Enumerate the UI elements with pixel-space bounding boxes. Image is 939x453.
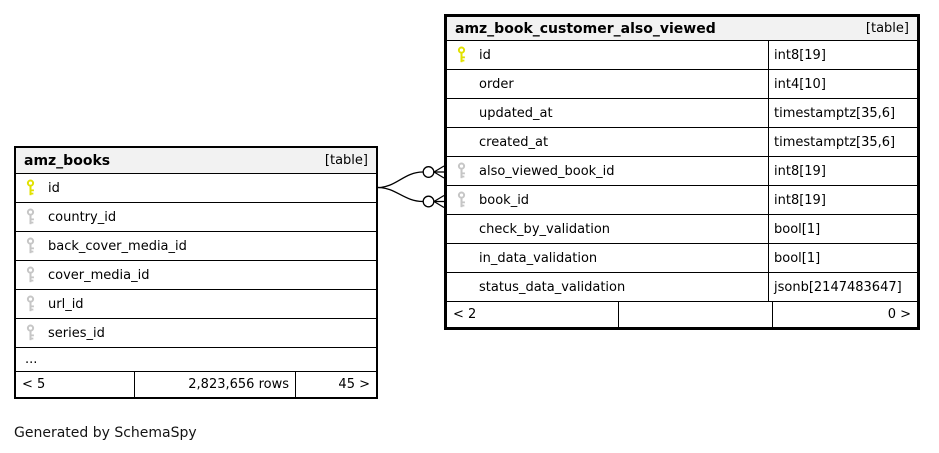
- column-name: id: [479, 47, 491, 63]
- column-row: updated_at timestamptz[35,6]: [447, 99, 917, 128]
- foreign-key-icon: [25, 237, 41, 255]
- column-type: int8[19]: [768, 186, 917, 214]
- column-row: check_by_validation bool[1]: [447, 215, 917, 244]
- column-name: also_viewed_book_id: [479, 163, 615, 179]
- relationship-lines: [377, 165, 445, 209]
- relationship-book-id: [377, 186, 445, 209]
- pager-next: 45 >: [295, 372, 376, 397]
- column-type: timestamptz[35,6]: [768, 128, 917, 156]
- column-name: series_id: [48, 325, 105, 341]
- pager-prev: < 5: [22, 377, 46, 392]
- column-name: order: [479, 76, 514, 92]
- column-row: back_cover_media_id: [16, 232, 376, 261]
- column-name: check_by_validation: [479, 221, 611, 237]
- foreign-key-icon: [25, 266, 41, 284]
- column-type: bool[1]: [768, 215, 917, 243]
- column-name: country_id: [48, 209, 117, 225]
- table-header[interactable]: amz_books [table]: [16, 148, 376, 174]
- column-row: in_data_validation bool[1]: [447, 244, 917, 273]
- column-type: bool[1]: [768, 244, 917, 272]
- column-name: created_at: [479, 134, 549, 150]
- table-type-badge: [table]: [865, 21, 909, 36]
- column-row: country_id: [16, 203, 376, 232]
- column-row: url_id: [16, 290, 376, 319]
- table-footer: < 2 0 >: [447, 302, 917, 327]
- table-header[interactable]: amz_book_customer_also_viewed [table]: [447, 17, 917, 41]
- column-type: timestamptz[35,6]: [768, 99, 917, 127]
- column-name: in_data_validation: [479, 250, 598, 266]
- foreign-key-icon: [25, 208, 41, 226]
- foreign-key-icon: [456, 191, 472, 209]
- column-row: status_data_validation jsonb[2147483647]: [447, 273, 917, 302]
- column-row: also_viewed_book_id int8[19]: [447, 157, 917, 186]
- column-row: series_id: [16, 319, 376, 348]
- column-row: book_id int8[19]: [447, 186, 917, 215]
- column-name: back_cover_media_id: [48, 238, 187, 254]
- column-row: order int4[10]: [447, 70, 917, 99]
- table-title[interactable]: amz_book_customer_also_viewed: [455, 20, 716, 37]
- column-name: status_data_validation: [479, 279, 626, 295]
- column-type: int8[19]: [768, 41, 917, 69]
- column-name: cover_media_id: [48, 267, 150, 283]
- column-type: int4[10]: [768, 70, 917, 98]
- column-row: cover_media_id: [16, 261, 376, 290]
- relationship-also-viewed-book-id: [377, 165, 445, 189]
- zero-cardinality-icon: [422, 166, 435, 178]
- table-amz-book-customer-also-viewed: amz_book_customer_also_viewed [table] id…: [444, 14, 920, 330]
- generated-by-label: Generated by SchemaSpy: [14, 425, 197, 441]
- pager-next: 0 >: [772, 302, 917, 327]
- foreign-key-icon: [25, 295, 41, 313]
- zero-cardinality-icon: [422, 195, 435, 208]
- foreign-key-icon: [25, 324, 41, 342]
- column-name: book_id: [479, 192, 530, 208]
- crow-foot-icon: [433, 194, 445, 209]
- table-footer: < 5 2,823,656 rows 45 >: [16, 372, 376, 397]
- column-name: updated_at: [479, 105, 553, 121]
- column-type: jsonb[2147483647]: [768, 273, 917, 301]
- pager-prev: < 2: [453, 307, 477, 322]
- table-type-badge: [table]: [324, 153, 368, 168]
- pager-middle: [618, 302, 772, 327]
- primary-key-icon: [456, 46, 472, 64]
- column-row: id int8[19]: [447, 41, 917, 70]
- truncated-columns-indicator: ...: [16, 348, 376, 372]
- table-amz-books: amz_books [table] id country_id back_cov…: [14, 146, 378, 399]
- primary-key-icon: [25, 179, 41, 197]
- crow-foot-icon: [433, 165, 445, 179]
- column-name: id: [48, 180, 60, 196]
- table-title[interactable]: amz_books: [24, 152, 111, 169]
- column-row: created_at timestamptz[35,6]: [447, 128, 917, 157]
- foreign-key-icon: [456, 162, 472, 180]
- column-row: id: [16, 174, 376, 203]
- column-name: url_id: [48, 296, 84, 312]
- column-type: int8[19]: [768, 157, 917, 185]
- row-count: 2,823,656 rows: [134, 372, 295, 397]
